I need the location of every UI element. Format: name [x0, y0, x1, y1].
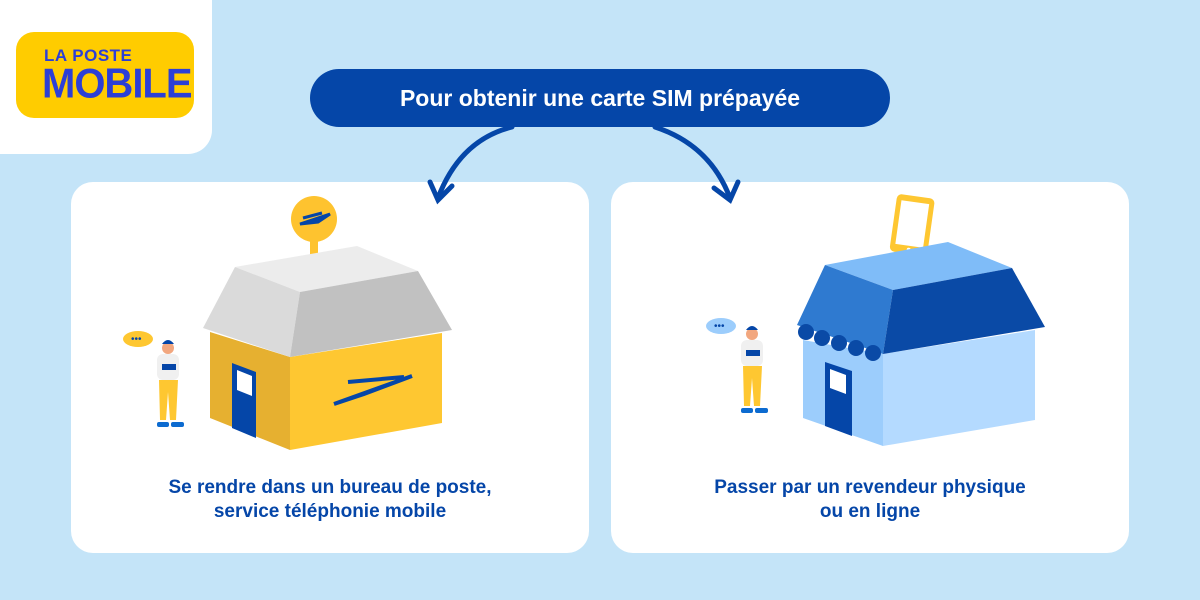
reseller-card: Passer par un revendeur physique ou en l…: [611, 182, 1129, 553]
logo-line1: LA POSTE: [44, 46, 133, 65]
caption-line2: service téléphonie mobile: [213, 501, 447, 522]
post-office-caption: Se rendre dans un bureau de poste, servi…: [71, 476, 589, 524]
svg-text:•••: •••: [131, 334, 142, 345]
svg-text:•••: •••: [714, 321, 725, 332]
logo-card: LA POSTE MOBILE: [0, 0, 212, 154]
caption-line1: Passer par un revendeur physique: [714, 477, 1026, 498]
caption-line1: Se rendre dans un bureau de poste,: [168, 477, 492, 498]
arrow-left-icon: [427, 124, 515, 205]
logo-line2: MOBILE: [42, 60, 193, 108]
post-office-illustration: •••: [123, 196, 452, 450]
reseller-caption: Passer par un revendeur physique ou en l…: [611, 476, 1129, 524]
arrow-right-icon: [652, 124, 741, 204]
la-poste-bird-icon: [333, 374, 413, 406]
la-poste-mobile-logo: LA POSTE MOBILE: [16, 32, 194, 118]
smartphone-icon: [889, 194, 935, 256]
header-title: Pour obtenir une carte SIM prépayée: [310, 69, 890, 127]
awning: [798, 324, 881, 361]
reseller-illustration: •••: [706, 194, 1045, 446]
caption-line2: ou en ligne: [819, 501, 921, 522]
